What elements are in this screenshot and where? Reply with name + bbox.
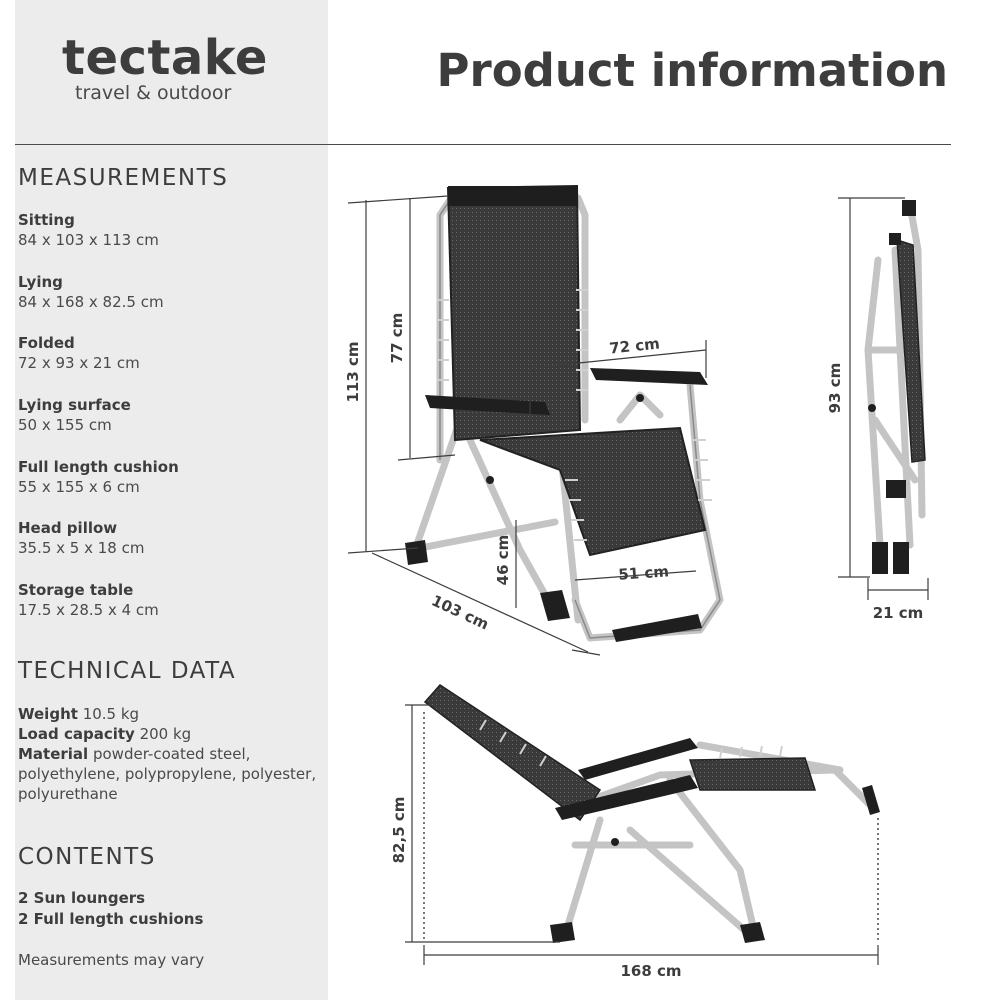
- chair-folded-illustration: [864, 200, 926, 574]
- material-value: powder-coated steel, polyethylene, polyp…: [18, 745, 317, 803]
- weight-label: Weight: [18, 705, 78, 723]
- dim-folded-depth-label: 21 cm: [873, 604, 924, 622]
- dim-folded-height-label: 93 cm: [826, 363, 844, 414]
- brand-logo: tectake: [62, 30, 268, 86]
- material-row: Material powder-coated steel, polyethyle…: [18, 744, 318, 804]
- spec-full-length-cushion: Full length cushion 55 x 155 x 6 cm: [18, 460, 179, 495]
- spec-lying: Lying 84 x 168 x 82.5 cm: [18, 275, 164, 310]
- spec-storage-table: Storage table 17.5 x 28.5 x 4 cm: [18, 583, 159, 618]
- spec-value: 72 x 93 x 21 cm: [18, 354, 140, 372]
- weight-value: 10.5 kg: [82, 705, 140, 723]
- dim-armrest-width-label: 72 cm: [608, 334, 660, 357]
- spec-label: Lying: [18, 273, 63, 291]
- spec-label: Folded: [18, 334, 75, 352]
- spec-label: Sitting: [18, 211, 75, 229]
- header-divider: [15, 144, 951, 145]
- disclaimer: Measurements may vary: [18, 951, 205, 969]
- spec-value: 84 x 168 x 82.5 cm: [18, 293, 164, 311]
- weight-row: Weight 10.5 kg: [18, 704, 318, 724]
- spec-label: Lying surface: [18, 396, 131, 414]
- material-label: Material: [18, 745, 89, 763]
- spec-sitting: Sitting 84 x 103 x 113 cm: [18, 213, 159, 248]
- spec-value: 55 x 155 x 6 cm: [18, 478, 140, 496]
- technical-heading: TECHNICAL DATA: [18, 658, 237, 684]
- dimension-lines-folded: [838, 197, 929, 600]
- brand-tagline: travel & outdoor: [75, 82, 232, 104]
- spec-value: 35.5 x 5 x 18 cm: [18, 539, 145, 557]
- dim-depth-label: 103 cm: [429, 591, 492, 633]
- spec-label: Head pillow: [18, 519, 118, 537]
- contents-heading: CONTENTS: [18, 844, 156, 870]
- contents-item: 2 Full length cushions: [18, 910, 204, 928]
- dim-seat-width-label: 51 cm: [618, 562, 670, 583]
- dim-lying-length-label: 168 cm: [620, 962, 681, 980]
- dim-seat-height-label: 46 cm: [494, 535, 512, 586]
- load-row: Load capacity 200 kg: [18, 724, 318, 744]
- spec-lying-surface: Lying surface 50 x 155 cm: [18, 398, 131, 433]
- spec-value: 17.5 x 28.5 x 4 cm: [18, 601, 159, 619]
- dim-lying-height-label: 82,5 cm: [390, 797, 408, 864]
- spec-label: Storage table: [18, 581, 134, 599]
- dim-height-total-label: 113 cm: [344, 341, 362, 402]
- spec-folded: Folded 72 x 93 x 21 cm: [18, 336, 140, 371]
- spec-value: 84 x 103 x 113 cm: [18, 231, 159, 249]
- chair-sitting-illustration: [405, 184, 724, 642]
- page-title: Product information: [436, 44, 948, 97]
- contents-item: 2 Sun loungers: [18, 889, 146, 907]
- load-value: 200 kg: [139, 725, 192, 743]
- measurements-heading: MEASUREMENTS: [18, 165, 229, 191]
- spec-head-pillow: Head pillow 35.5 x 5 x 18 cm: [18, 521, 144, 556]
- dimension-lines-lying: [405, 704, 879, 965]
- chair-lying-illustration: [423, 684, 880, 943]
- load-label: Load capacity: [18, 725, 135, 743]
- technical-details: Weight 10.5 kg Load capacity 200 kg Mate…: [18, 704, 318, 804]
- spec-value: 50 x 155 cm: [18, 416, 112, 434]
- dimension-lines-sitting: [347, 195, 707, 656]
- dim-backrest-height-label: 77 cm: [388, 313, 406, 364]
- spec-label: Full length cushion: [18, 458, 179, 476]
- sidebar-panel: [15, 0, 328, 1000]
